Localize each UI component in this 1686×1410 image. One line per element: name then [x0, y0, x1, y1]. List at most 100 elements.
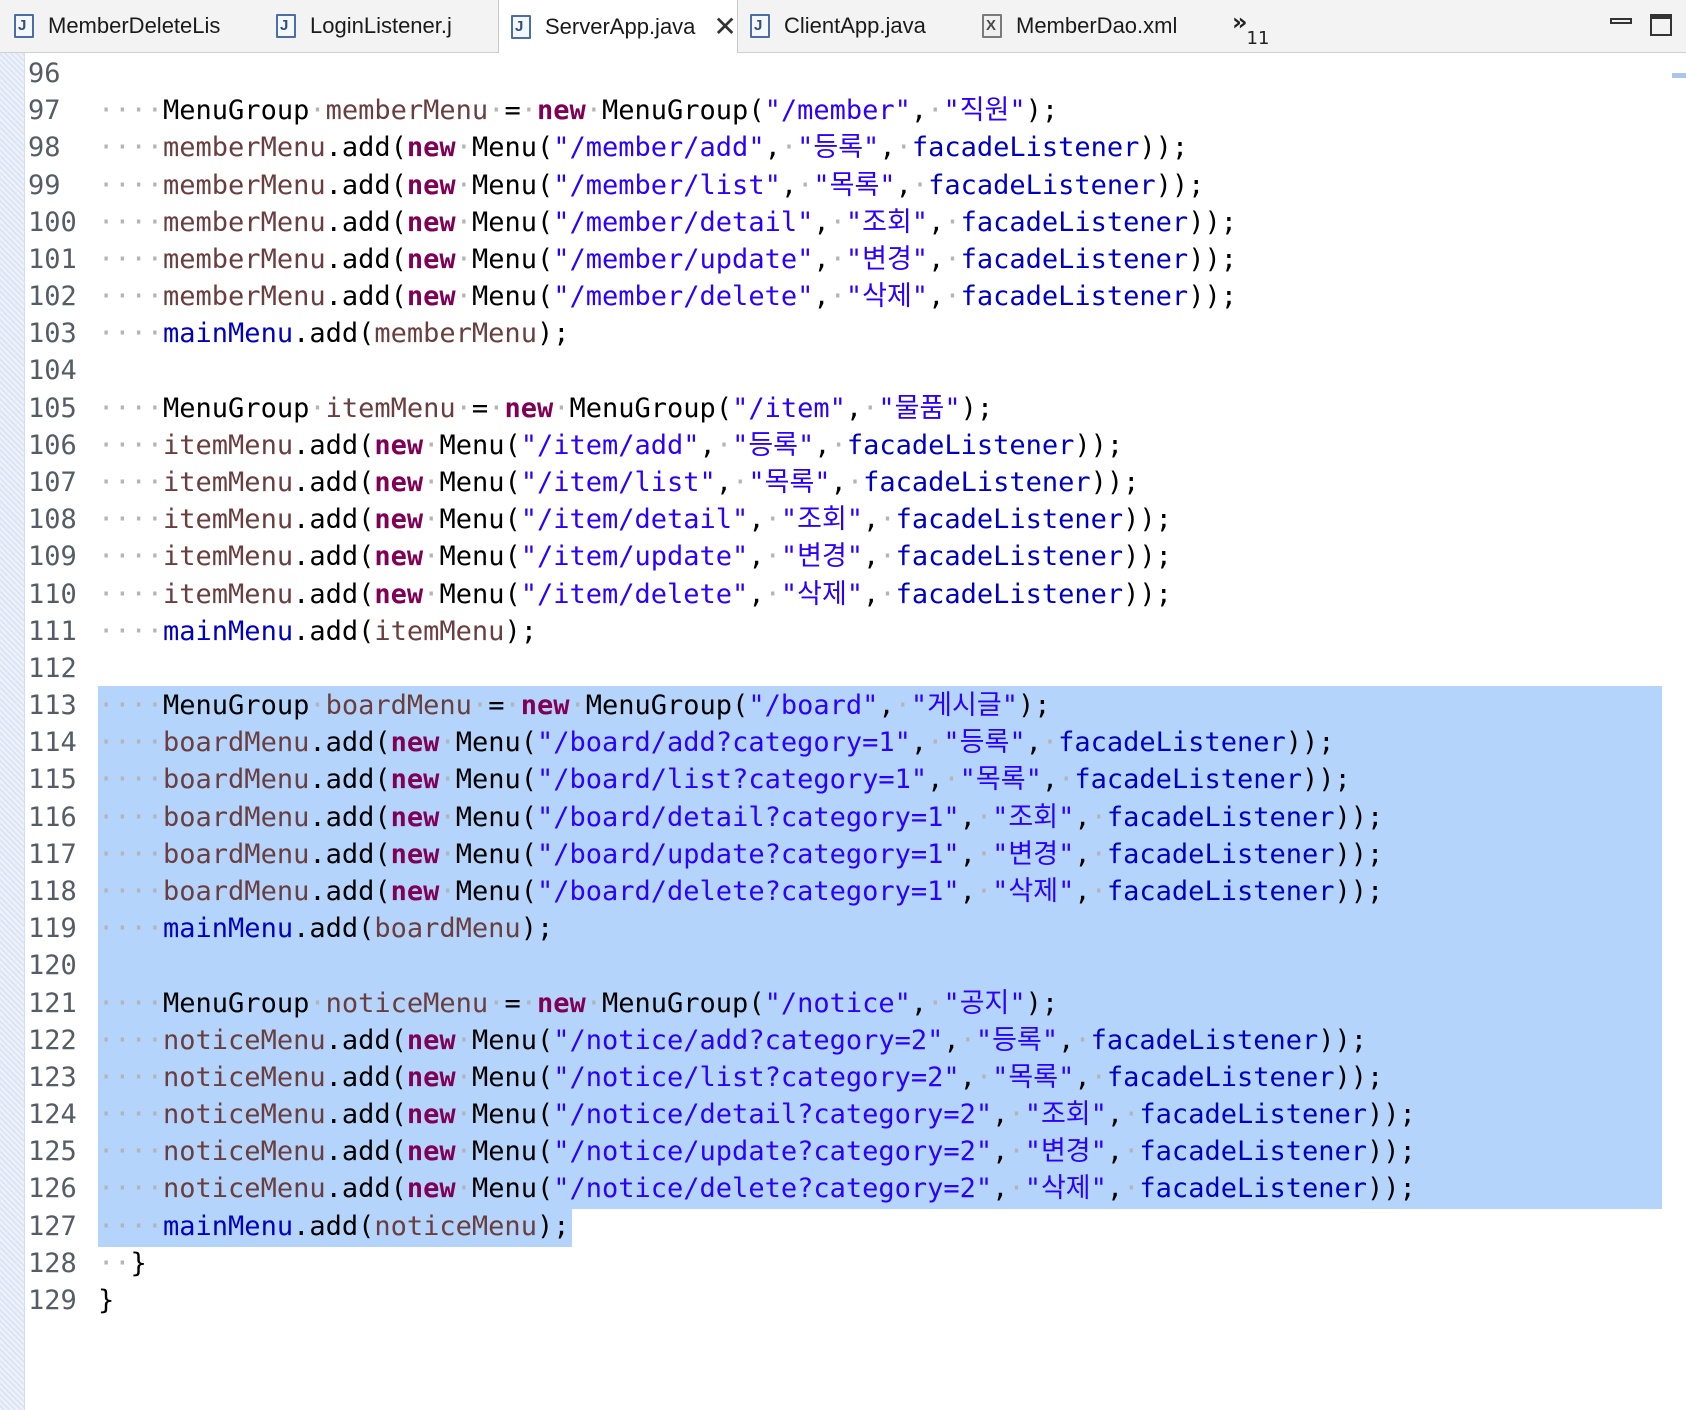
code-line[interactable]: 99····memberMenu.add(new·Menu("/member/l…	[0, 166, 1686, 206]
tab-label: ClientApp.java	[784, 13, 926, 38]
close-icon[interactable]: ✕	[713, 9, 737, 43]
code-line[interactable]: 101····memberMenu.add(new·Menu("/member/…	[0, 240, 1686, 280]
code-line[interactable]: 110····itemMenu.add(new·Menu("/item/dele…	[0, 575, 1686, 615]
tab-login-listener[interactable]: J LoginListener.j	[276, 0, 492, 52]
selection-highlight	[98, 686, 1662, 727]
code-line[interactable]: 105····MenuGroup·itemMenu·=·new·MenuGrou…	[0, 389, 1686, 429]
line-number: 106	[28, 429, 77, 461]
code-line[interactable]: 96	[0, 54, 1686, 94]
selection-highlight	[98, 946, 1662, 987]
code-line[interactable]: 108 ····itemMenu.add(new·Menu("/item/deta…	[0, 500, 1686, 540]
tab-member-dao-xml[interactable]: X MemberDao.xml	[982, 0, 1202, 52]
line-number: 113	[28, 690, 77, 722]
code-text[interactable]: ····itemMenu.add(new·Menu("/item/list",·…	[98, 466, 1140, 498]
line-number: 108	[28, 504, 77, 536]
code-text[interactable]: }	[98, 1284, 115, 1316]
chevron-double-right-icon: »	[1232, 8, 1247, 36]
code-line[interactable]: 119····mainMenu.add(boardMenu);	[0, 909, 1686, 950]
code-line[interactable]: 107 ····itemMenu.add(new·Menu("/item/list…	[0, 463, 1686, 503]
code-line[interactable]: 98····memberMenu.add(new·Menu("/member/a…	[0, 128, 1686, 168]
code-line[interactable]: 106 ····itemMenu.add(new·Menu("/item/add"…	[0, 426, 1686, 466]
tab-client-app[interactable]: J ClientApp.java	[750, 0, 970, 52]
line-number: 96	[28, 58, 61, 89]
code-line[interactable]: 114 ····boardMenu.add(new·Menu("/board/ad…	[0, 723, 1686, 764]
code-text[interactable]: ····boardMenu.add(new·Menu("/board/updat…	[98, 838, 1384, 870]
tab-overflow-button[interactable]: »11	[1232, 8, 1269, 49]
code-text[interactable]: ····MenuGroup·boardMenu·=·new·MenuGroup(…	[98, 690, 1051, 722]
code-line[interactable]: 122 ····noticeMenu.add(new·Menu("/notice/…	[0, 1020, 1686, 1061]
line-number: 129	[28, 1284, 77, 1316]
line-number: 102	[28, 281, 77, 313]
code-line[interactable]: 102 ····memberMenu.add(new·Menu("/member/…	[0, 277, 1686, 317]
code-text[interactable]: ····boardMenu.add(new·Menu("/board/list?…	[98, 764, 1351, 796]
line-number: 128	[28, 1247, 77, 1279]
code-text[interactable]: ····itemMenu.add(new·Menu("/item/update"…	[98, 541, 1172, 573]
code-line[interactable]: 104	[0, 351, 1686, 391]
code-line[interactable]: 121····MenuGroup·noticeMenu·=·new·MenuGr…	[0, 983, 1686, 1024]
code-line[interactable]: 125 ····noticeMenu.add(new·Menu("/notice/…	[0, 1132, 1686, 1173]
code-text[interactable]: ····noticeMenu.add(new·Menu("/notice/det…	[98, 1099, 1416, 1131]
selection-highlight	[98, 909, 1662, 950]
code-text[interactable]: ····mainMenu.add(memberMenu);	[98, 318, 570, 350]
code-line[interactable]: 112	[0, 649, 1686, 689]
code-line[interactable]: 97····MenuGroup·memberMenu·=·new·MenuGro…	[0, 91, 1686, 131]
code-text[interactable]: ····noticeMenu.add(new·Menu("/notice/add…	[98, 1024, 1368, 1056]
line-number: 111	[28, 615, 77, 647]
line-number: 125	[28, 1136, 77, 1168]
line-number: 126	[28, 1173, 77, 1205]
tab-server-app[interactable]: J ServerApp.java ✕	[498, 0, 738, 53]
code-text[interactable]: ····MenuGroup·memberMenu·=·new·MenuGroup…	[98, 95, 1059, 127]
java-file-icon: J	[276, 14, 296, 38]
code-text[interactable]: ····boardMenu.add(new·Menu("/board/detai…	[98, 801, 1384, 833]
code-text[interactable]: ····memberMenu.add(new·Menu("/member/del…	[98, 281, 1237, 313]
code-line[interactable]: 129}	[0, 1281, 1686, 1321]
code-text[interactable]: ····itemMenu.add(new·Menu("/item/delete"…	[98, 578, 1172, 610]
code-text[interactable]: ····boardMenu.add(new·Menu("/board/add?c…	[98, 727, 1335, 759]
minimize-icon[interactable]	[1610, 18, 1632, 24]
code-line[interactable]: 109····itemMenu.add(new·Menu("/item/upda…	[0, 537, 1686, 577]
code-line[interactable]: 118····boardMenu.add(new·Menu("/board/de…	[0, 871, 1686, 912]
code-line[interactable]: 116····boardMenu.add(new·Menu("/board/de…	[0, 797, 1686, 838]
code-line[interactable]: 111 ····mainMenu.add(itemMenu);	[0, 612, 1686, 652]
code-text[interactable]: ····memberMenu.add(new·Menu("/member/add…	[98, 132, 1189, 164]
code-text[interactable]: ····noticeMenu.add(new·Menu("/notice/del…	[98, 1173, 1416, 1205]
code-line[interactable]: 128 ··}	[0, 1244, 1686, 1284]
code-text[interactable]: ····noticeMenu.add(new·Menu("/notice/lis…	[98, 1061, 1384, 1093]
code-line[interactable]: 117····boardMenu.add(new·Menu("/board/up…	[0, 834, 1686, 875]
line-number: 124	[28, 1099, 77, 1131]
line-number: 122	[28, 1024, 77, 1056]
code-text[interactable]: ····mainMenu.add(boardMenu);	[98, 913, 554, 945]
code-line[interactable]: 115····boardMenu.add(new·Menu("/board/li…	[0, 760, 1686, 801]
line-number: 107	[28, 466, 77, 498]
selection-highlight	[98, 760, 1662, 801]
tab-label: LoginListener.j	[310, 13, 452, 38]
code-text[interactable]: ····MenuGroup·itemMenu·=·new·MenuGroup("…	[98, 392, 994, 424]
java-file-icon: J	[511, 14, 531, 39]
code-text[interactable]: ····noticeMenu.add(new·Menu("/notice/upd…	[98, 1136, 1416, 1168]
code-text[interactable]: ··}	[98, 1247, 147, 1279]
code-line[interactable]: 127····mainMenu.add(noticeMenu);	[0, 1206, 1686, 1247]
line-number: 112	[28, 652, 77, 684]
code-text[interactable]: ····mainMenu.add(itemMenu);	[98, 615, 537, 647]
code-line[interactable]: 113 ····MenuGroup·boardMenu·=·new·MenuGro…	[0, 686, 1686, 727]
overview-ruler-marker[interactable]	[1672, 73, 1686, 78]
maximize-icon[interactable]	[1650, 14, 1672, 36]
code-text[interactable]: ····memberMenu.add(new·Menu("/member/lis…	[98, 169, 1205, 201]
code-text[interactable]: ····boardMenu.add(new·Menu("/board/delet…	[98, 875, 1384, 907]
line-number: 114	[28, 727, 77, 759]
code-text[interactable]: ····memberMenu.add(new·Menu("/member/det…	[98, 206, 1237, 238]
code-line[interactable]: 100····memberMenu.add(new·Menu("/member/…	[0, 203, 1686, 243]
code-line[interactable]: 120	[0, 946, 1686, 987]
code-line[interactable]: 123····noticeMenu.add(new·Menu("/notice/…	[0, 1057, 1686, 1098]
code-text[interactable]: ····itemMenu.add(new·Menu("/item/detail"…	[98, 504, 1172, 536]
code-line[interactable]: 126 ····noticeMenu.add(new·Menu("/notice/…	[0, 1169, 1686, 1210]
selection-highlight	[98, 871, 1662, 912]
code-line[interactable]: 103····mainMenu.add(memberMenu);	[0, 314, 1686, 354]
code-text[interactable]: ····memberMenu.add(new·Menu("/member/upd…	[98, 243, 1237, 275]
code-text[interactable]: ····itemMenu.add(new·Menu("/item/add",·"…	[98, 429, 1124, 461]
code-text[interactable]: ····mainMenu.add(noticeMenu);	[98, 1210, 570, 1242]
tab-member-delete-listener[interactable]: J MemberDeleteLis	[14, 0, 264, 52]
code-line[interactable]: 124 ····noticeMenu.add(new·Menu("/notice/…	[0, 1095, 1686, 1136]
code-text[interactable]: ····MenuGroup·noticeMenu·=·new·MenuGroup…	[98, 987, 1059, 1019]
